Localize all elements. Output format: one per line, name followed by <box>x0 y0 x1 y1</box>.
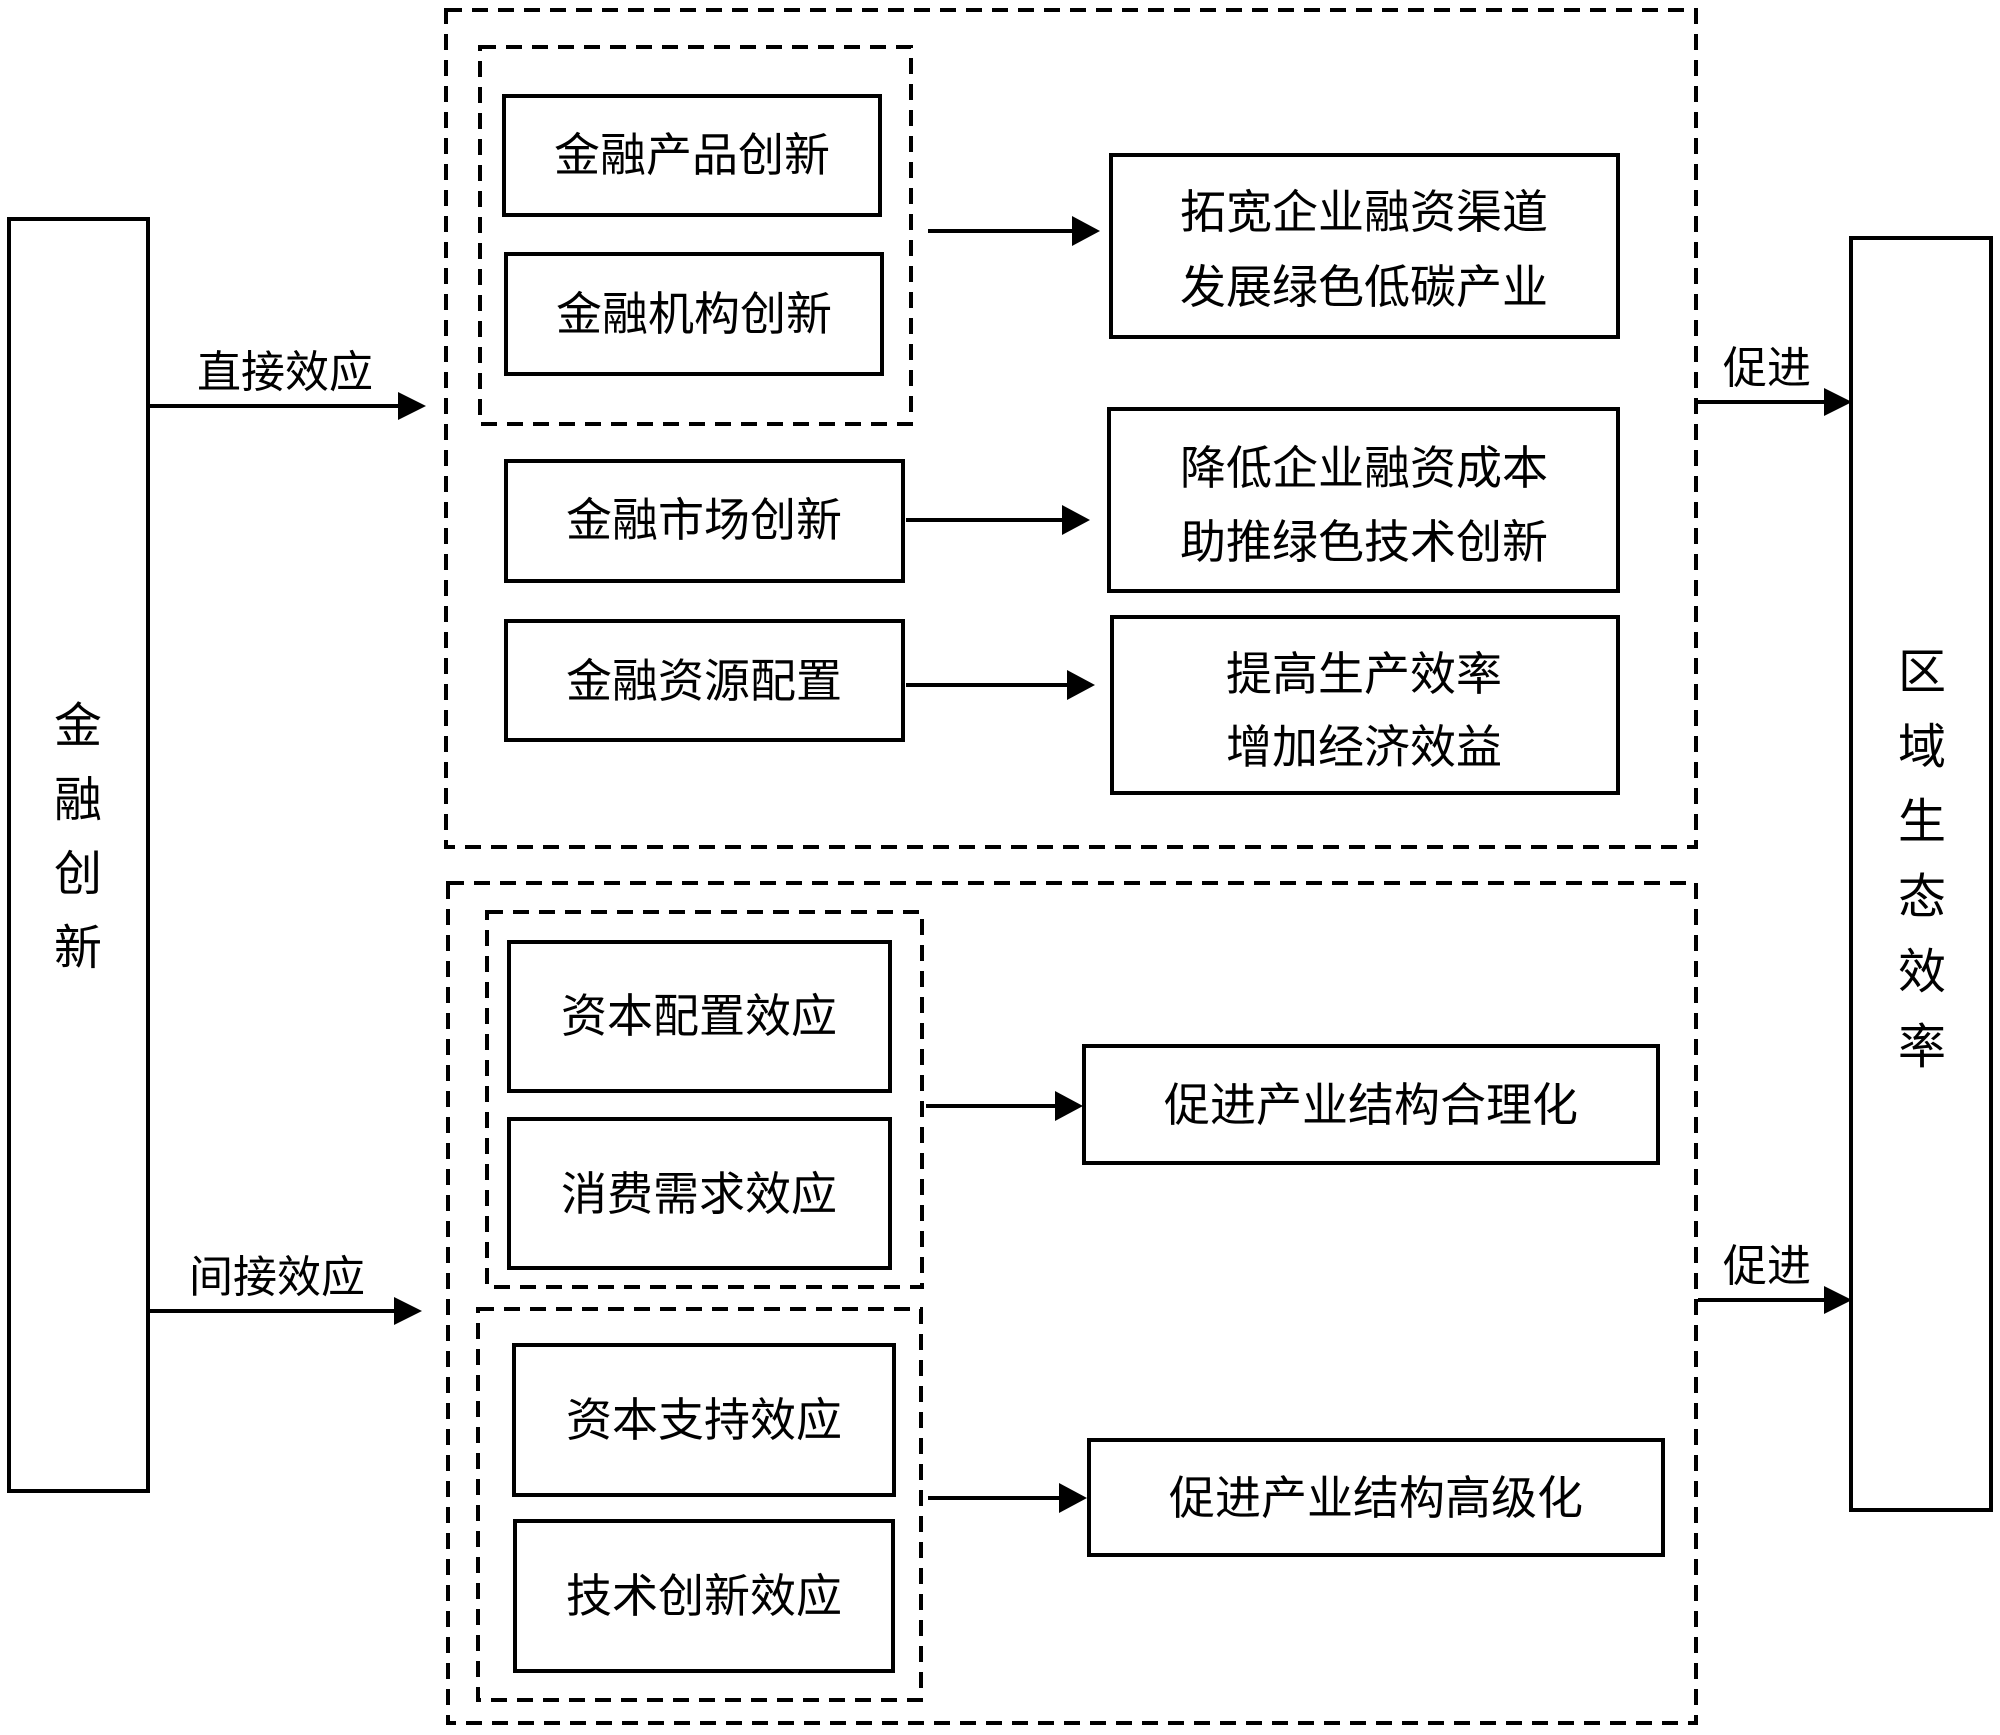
mechanism-box: 技术创新效应 <box>513 1519 895 1673</box>
outcome-label: 促进产业结构高级化 <box>1169 1471 1583 1525</box>
mechanism-label: 金融机构创新 <box>556 287 832 341</box>
outcome-box: 拓宽企业融资渠道 发展绿色低碳产业 <box>1109 153 1620 339</box>
vertical-char: 态 <box>1898 869 1946 925</box>
arrow-head-icon <box>1067 670 1095 700</box>
outcome-label: 促进产业结构合理化 <box>1164 1078 1578 1132</box>
source-box-frame <box>7 217 150 1493</box>
vertical-char: 域 <box>1898 719 1946 775</box>
mechanism-label: 资本配置效应 <box>561 989 837 1043</box>
arrow-head-icon <box>1059 1483 1087 1513</box>
outcome-line2: 助推绿色技术创新 <box>1180 515 1548 569</box>
arrow-head-icon <box>1072 216 1100 246</box>
direct-subgroup-frame <box>478 45 913 426</box>
mechanism-label: 技术创新效应 <box>566 1569 842 1623</box>
mechanism-label: 金融资源配置 <box>566 654 842 708</box>
source-label: 金融创新 <box>54 698 102 976</box>
direct-group-frame <box>444 8 1698 849</box>
target-box: 区域生态效率 <box>1849 236 1993 1512</box>
promote-label: 促进 <box>1723 343 1811 394</box>
indirect-subgroup-frame-2 <box>476 1307 923 1702</box>
arrow-head-icon <box>1824 388 1852 416</box>
mechanism-box: 金融资源配置 <box>504 619 905 742</box>
outcome-line1: 降低企业融资成本 <box>1180 441 1548 495</box>
outcome-line1: 拓宽企业融资渠道 <box>1180 185 1548 239</box>
promote-arrow-bottom: 促进 <box>1698 1241 1852 1314</box>
flow-arrow <box>926 1091 1083 1121</box>
mechanism-box: 金融市场创新 <box>504 459 905 583</box>
mechanism-box: 资本配置效应 <box>507 940 892 1093</box>
arrow-head-icon <box>394 1297 422 1325</box>
direct-effect-arrow: 直接效应 <box>150 347 426 420</box>
direct-effect-label: 直接效应 <box>197 347 373 398</box>
mechanism-label: 金融市场创新 <box>566 493 842 547</box>
target-box-frame <box>1849 236 1993 1512</box>
outcome-box: 促进产业结构高级化 <box>1087 1438 1665 1557</box>
vertical-char: 生 <box>1898 794 1946 850</box>
mechanism-label: 消费需求效应 <box>561 1167 837 1221</box>
flow-arrow <box>906 670 1095 700</box>
outcome-box: 降低企业融资成本 助推绿色技术创新 <box>1107 407 1620 593</box>
vertical-char: 新 <box>54 920 102 976</box>
source-box: 金融创新 <box>7 217 150 1493</box>
mechanism-box: 消费需求效应 <box>507 1117 892 1270</box>
vertical-char: 创 <box>54 846 102 902</box>
outcome-line2: 增加经济效益 <box>1226 720 1502 774</box>
outcome-box: 促进产业结构合理化 <box>1082 1044 1660 1165</box>
indirect-effect-group: 资本配置效应 消费需求效应 资本支持效应 技术创新效应 促进产业结构合理化 <box>446 881 1698 1725</box>
vertical-char: 区 <box>1898 644 1946 700</box>
mechanism-box: 金融机构创新 <box>504 252 884 376</box>
target-label: 区域生态效率 <box>1898 644 1946 1075</box>
indirect-subgroup-frame-1 <box>485 910 924 1289</box>
arrow-head-icon <box>1055 1091 1083 1121</box>
vertical-char: 融 <box>54 772 102 828</box>
outcome-line2: 发展绿色低碳产业 <box>1180 260 1548 314</box>
flow-arrow <box>906 505 1090 535</box>
promote-arrow-top: 促进 <box>1698 343 1852 416</box>
mechanism-box: 资本支持效应 <box>512 1343 896 1497</box>
indirect-effect-label: 间接效应 <box>189 1252 365 1303</box>
direct-effect-group: 金融产品创新 金融机构创新 金融市场创新 金融资源配置 <box>444 8 1698 849</box>
vertical-char: 率 <box>1898 1019 1946 1075</box>
promote-label: 促进 <box>1723 1241 1811 1292</box>
indirect-group-frame <box>446 881 1698 1725</box>
arrow-head-icon <box>1062 505 1090 535</box>
arrow-head-icon <box>1824 1286 1852 1314</box>
outcome-box: 提高生产效率 增加经济效益 <box>1110 615 1620 795</box>
outcome-line1: 提高生产效率 <box>1226 647 1502 701</box>
vertical-char: 效 <box>1898 944 1946 1000</box>
mechanism-box: 金融产品创新 <box>502 94 882 217</box>
mechanism-label: 资本支持效应 <box>566 1393 842 1447</box>
flow-arrow <box>928 1483 1087 1513</box>
flow-arrow <box>928 216 1100 246</box>
arrow-head-icon <box>398 392 426 420</box>
indirect-effect-arrow: 间接效应 <box>150 1252 422 1325</box>
mechanism-label: 金融产品创新 <box>554 128 830 182</box>
vertical-char: 金 <box>54 698 102 754</box>
